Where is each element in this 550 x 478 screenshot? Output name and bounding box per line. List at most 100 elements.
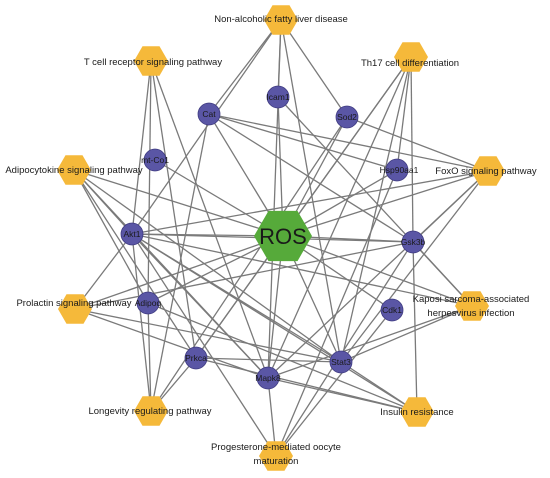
- gene-node-adipoq: Adipoq: [135, 291, 162, 315]
- gene-label: Hsp90aa1: [380, 165, 419, 175]
- pathway-hexagon: [57, 155, 91, 185]
- edge-tcell-Prkca: [150, 60, 197, 359]
- pathway-label: maturation: [254, 456, 299, 467]
- edge-insulin-Gsk3b: [412, 241, 418, 413]
- gene-node-sod2: Sod2: [335, 105, 359, 129]
- pathway-hexagon: [471, 156, 505, 186]
- edge-foxo-Cat: [208, 113, 489, 172]
- gene-node-hsp90aa1: Hsp90aa1: [380, 158, 419, 182]
- pathway-label: Longevity regulating pathway: [88, 406, 211, 417]
- edge-kaposi-Stat3: [340, 305, 473, 363]
- edge-longevity-Cat: [150, 113, 210, 412]
- edge-prolactin-Stat3: [74, 308, 342, 363]
- gene-circle: [266, 85, 290, 109]
- pathway-hexagon: [264, 5, 298, 35]
- pathway-node-progesterone: Progesterone-mediated oocyte maturation: [211, 441, 341, 471]
- edge-adipocytokine-Adipoq: [73, 169, 149, 304]
- edge-th17-Stat3: [340, 56, 412, 363]
- edge-progesterone-Hsp90aa1: [275, 169, 398, 457]
- pathway-node-insulin: Insulin resistance: [380, 397, 454, 427]
- gene-circle: [335, 105, 359, 129]
- edge-longevity-Adipoq: [147, 302, 152, 412]
- gene-circle: [197, 102, 221, 126]
- gene-node-akt1: Akt1: [120, 222, 144, 246]
- gene-node-prkca: Prkca: [184, 346, 208, 370]
- gene-label: Cat: [202, 109, 216, 119]
- pathway-node-longevity: Longevity regulating pathway: [88, 396, 212, 426]
- gene-label: Sod2: [337, 112, 357, 122]
- edge-Akt1-Mapk8: [131, 233, 269, 379]
- edge-kaposi-Icam1: [277, 96, 473, 307]
- edge-progesterone-Cdk1: [275, 309, 393, 457]
- gene-label: Prkca: [185, 353, 207, 363]
- center-label: ROS: [259, 224, 307, 249]
- pathway-label: herpesvirus infection: [427, 308, 514, 319]
- pathway-node-prolactin: Prolactin signaling pathway: [16, 294, 132, 324]
- edge-longevity-Sod2: [150, 116, 348, 412]
- gene-label: Cdk1: [382, 305, 402, 315]
- edge-tcell-Akt1: [131, 60, 152, 235]
- gene-node-icam1: Icam1: [266, 85, 290, 109]
- gene-label: Stat3: [331, 357, 351, 367]
- edge-foxo-Stat3: [340, 170, 489, 363]
- pathway-label: Prolactin signaling pathway: [16, 298, 131, 309]
- pathway-node-nafld: Non-alcoholic fatty liver disease: [214, 5, 348, 35]
- gene-node-stat3: Stat3: [329, 350, 353, 374]
- gene-label: Mapk8: [255, 373, 281, 383]
- pathway-label: Kaposi sarcoma-associated: [413, 294, 530, 305]
- gene-label: Gsk3b: [401, 237, 426, 247]
- gene-circle: [143, 148, 167, 172]
- edge-ROS-adipocytokine: [73, 169, 284, 237]
- gene-circle: [256, 366, 280, 390]
- pathway-node-foxo: FoxO signaling pathway: [435, 156, 537, 186]
- edge-th17-Gsk3b: [410, 56, 414, 243]
- pathway-label: Adipocytokine signaling pathway: [5, 165, 143, 176]
- center-hexagon: [254, 210, 312, 262]
- edge-nafld-Sod2: [280, 19, 348, 118]
- gene-circle: [401, 230, 425, 254]
- edge-ROS-kaposi: [282, 235, 473, 307]
- pathway-label: Non-alcoholic fatty liver disease: [214, 14, 348, 25]
- edge-th17-Prkca: [195, 56, 412, 359]
- edge-tcell-Adipoq: [147, 60, 152, 304]
- pathway-label: Progesterone-mediated oocyte: [211, 442, 341, 453]
- pathway-hexagon: [134, 396, 168, 426]
- edge-insulin-Adipoq: [147, 302, 418, 413]
- pathway-hexagon: [455, 291, 489, 321]
- gene-circle: [380, 298, 404, 322]
- edge-Akt1-Stat3: [131, 233, 342, 363]
- pathway-label: Th17 cell differentiation: [361, 58, 459, 69]
- gene-circle: [184, 346, 208, 370]
- gene-label: Akt1: [123, 229, 140, 239]
- edge-nafld-Stat3: [280, 19, 342, 363]
- pathway-label: Insulin resistance: [380, 407, 453, 418]
- pathway-hexagon: [400, 397, 434, 427]
- edge-foxo-Akt1: [131, 170, 489, 235]
- pathway-hexagon: [58, 294, 92, 324]
- pathway-node-kaposi: Kaposi sarcoma-associated herpesvirus inf…: [413, 291, 530, 321]
- edge-Cat-Gsk3b: [208, 113, 414, 243]
- edge-foxo-Sod2: [346, 116, 489, 172]
- gene-node-mapk8: Mapk8: [255, 366, 281, 390]
- pathway-label: FoxO signaling pathway: [435, 166, 537, 177]
- gene-node-gsk3b: Gsk3b: [401, 230, 426, 254]
- gene-node-cdk1: Cdk1: [380, 298, 404, 322]
- pathway-node-adipocytokine: Adipocytokine signaling pathway: [5, 155, 143, 185]
- edge-th17-Mapk8: [267, 56, 412, 379]
- pathway-node-th17: Th17 cell differentiation: [361, 42, 459, 72]
- edge-prolactin-Gsk3b: [74, 241, 414, 310]
- edge-th17-Hsp90aa1: [396, 56, 412, 171]
- pathway-label: T cell receptor signaling pathway: [84, 57, 222, 68]
- pathway-hexagon: [134, 46, 168, 76]
- edge-Prkca-Stat3: [195, 357, 342, 363]
- gene-label: Icam1: [266, 92, 289, 102]
- pathway-hexagon: [259, 441, 293, 471]
- pathway-hexagon: [394, 42, 428, 72]
- edge-adipocytokine-Prkca: [73, 169, 197, 359]
- edge-tcell-Mapk8: [150, 60, 269, 379]
- gene-circle: [329, 350, 353, 374]
- pathway-node-tcell: T cell receptor signaling pathway: [84, 46, 222, 76]
- gene-label: Adipoq: [135, 298, 162, 308]
